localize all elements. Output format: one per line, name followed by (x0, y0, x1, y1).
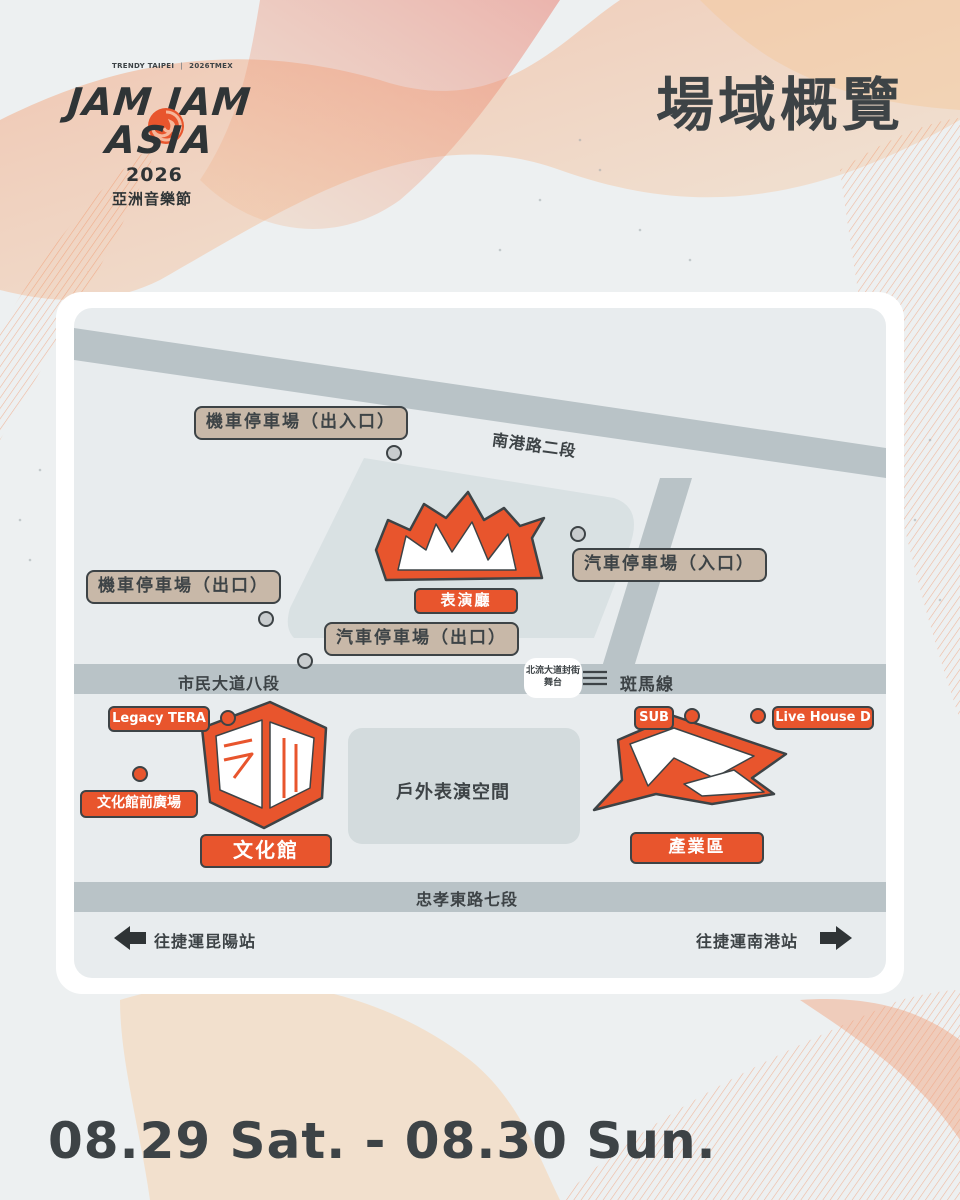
moto-parking-exit-marker (258, 611, 274, 627)
road-zhongxiao (74, 882, 886, 912)
culture-hall-building (200, 700, 328, 830)
logo-year: 2026 (126, 164, 183, 186)
direction-right-label: 往捷運南港站 (696, 932, 799, 951)
live-house-d-marker (750, 708, 766, 724)
direction-left-label: 往捷運昆陽站 (154, 932, 257, 951)
map-graphics (74, 328, 886, 950)
logo-sponsors: TRENDY TAIPEI|2026TMEX (112, 62, 233, 70)
road-civic (74, 664, 886, 694)
logo-subtitle: 亞洲音樂節 (112, 190, 193, 208)
north-street-stage: 北流大道封街舞台 (524, 658, 582, 698)
outdoor-space-label: 戶外表演空間 (396, 782, 510, 803)
arrow-left-icon (114, 926, 146, 950)
venue-map: 南港路二段 市民大道八段 忠孝東路七段 斑馬線 北流大道封街舞台 機車停車場（出… (74, 308, 886, 978)
plaza-marker (132, 766, 148, 782)
car-parking-exit-marker (297, 653, 313, 669)
map-card: 南港路二段 市民大道八段 忠孝東路七段 斑馬線 北流大道封街舞台 機車停車場（出… (56, 292, 904, 994)
logo-line2: ASIA (103, 118, 217, 162)
car-parking-entry-marker (570, 526, 586, 542)
moto-parking-entry-marker (386, 445, 402, 461)
outdoor-area-block (348, 728, 580, 844)
industry-area-label: 產業區 (630, 832, 764, 864)
legacy-tera-label: Legacy TERA (108, 706, 210, 732)
moto-parking-entry-label: 機車停車場（出入口） (194, 406, 408, 440)
industry-building (592, 714, 788, 812)
sub-stage-marker (684, 708, 700, 724)
live-house-d-label: Live House D (772, 706, 874, 730)
event-dates: 08.29 Sat. - 08.30 Sun. (48, 1112, 717, 1170)
zebra-icon (583, 670, 607, 686)
road-label-civic: 市民大道八段 (178, 674, 281, 693)
logo-swirl-icon (148, 108, 184, 144)
legacy-tera-marker (220, 710, 236, 726)
car-parking-exit-label: 汽車停車場（出口） (324, 622, 519, 656)
performance-hall-label: 表演廳 (414, 588, 518, 614)
car-parking-entry-label: 汽車停車場（入口） (572, 548, 767, 582)
arrow-right-icon (820, 926, 852, 950)
road-label-zhongxiao: 忠孝東路七段 (416, 890, 519, 909)
tmex-mark: 2026TMEX (189, 62, 233, 70)
zebra-label: 斑馬線 (620, 675, 674, 695)
moto-parking-exit-label: 機車停車場（出口） (86, 570, 281, 604)
performance-hall-building (374, 490, 546, 582)
culture-plaza-label: 文化館前廣場 (80, 790, 198, 818)
jam-jam-asia-logo: TRENDY TAIPEI|2026TMEX JAM JAM ASIA 2026… (62, 60, 282, 210)
road-nangang (74, 328, 886, 478)
culture-hall-label: 文化館 (200, 834, 332, 868)
page-title: 場域概覽 (655, 71, 904, 139)
trendy-taipei-mark: TRENDY TAIPEI (112, 62, 175, 70)
sub-stage-label: SUB (634, 706, 674, 730)
